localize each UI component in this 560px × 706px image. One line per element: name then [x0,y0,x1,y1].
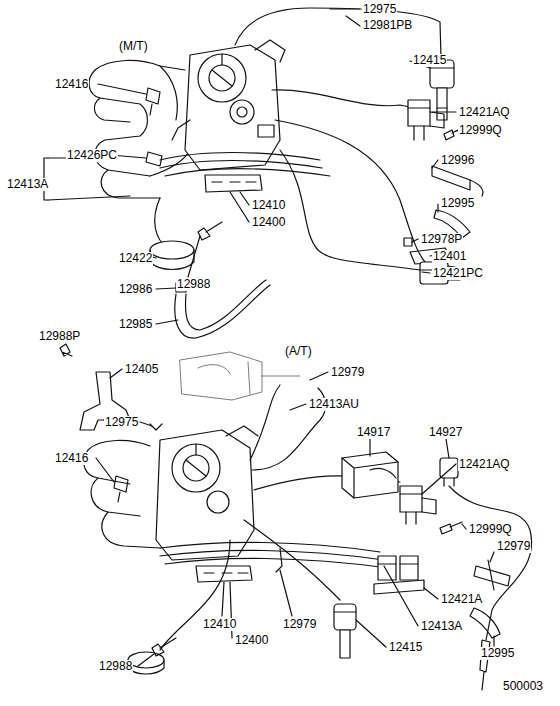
callout-number: 12985 [118,318,153,331]
callout-number: 12999Q [468,523,513,536]
callout-number: 12421PC [432,267,484,280]
callout-number: 12410 [251,199,286,212]
callout-number: 12978P [420,233,463,246]
callout-number: 12400 [234,634,269,647]
callout-number: 12416 [54,78,89,91]
variant-label: (A/T) [284,345,313,358]
callout-number: 12421AQ [458,106,511,119]
callout-number: 12988 [176,278,211,291]
callout-number: 12413A [420,620,463,633]
callout-number: 12975 [362,3,397,16]
callout-number: 12415 [412,54,447,67]
variant-label: (M/T) [118,40,149,53]
callout-number: 12421A [440,593,483,606]
callout-number: 12988P [38,330,81,343]
callout-number: 12981PB [362,19,413,32]
callout-number: 12995 [480,647,515,660]
mt-assembly [89,8,483,338]
callout-number: 12413AU [308,398,360,411]
callout-number: 12401 [432,250,467,263]
callout-number: 12422 [118,252,153,265]
callout-number: 12410 [202,618,237,631]
callout-number: 12999Q [458,124,503,137]
callout-number: 14927 [428,426,463,439]
callout-number: 12979 [282,618,317,631]
callout-number: 12416 [54,452,89,465]
callout-number: 12996 [440,154,475,167]
callout-number: 12979 [496,540,531,553]
callout-number: 12995 [440,197,475,210]
callout-number: 12421AQ [458,458,511,471]
callout-number: 12426PC [66,149,118,162]
callout-number: 12979 [330,366,365,379]
callout-number: 12975 [104,416,139,429]
callout-number: 12400 [251,216,286,229]
callout-number: 14917 [356,426,391,439]
callout-number: 12413A [6,178,49,191]
callout-number: 500003 [502,680,544,693]
callout-number: 12988 [98,660,133,673]
leader-lines [44,9,494,666]
callout-number: 12986 [118,283,153,296]
callout-number: 12405 [124,363,159,376]
callout-number: 12415 [388,641,423,654]
at-assembly [84,352,532,690]
